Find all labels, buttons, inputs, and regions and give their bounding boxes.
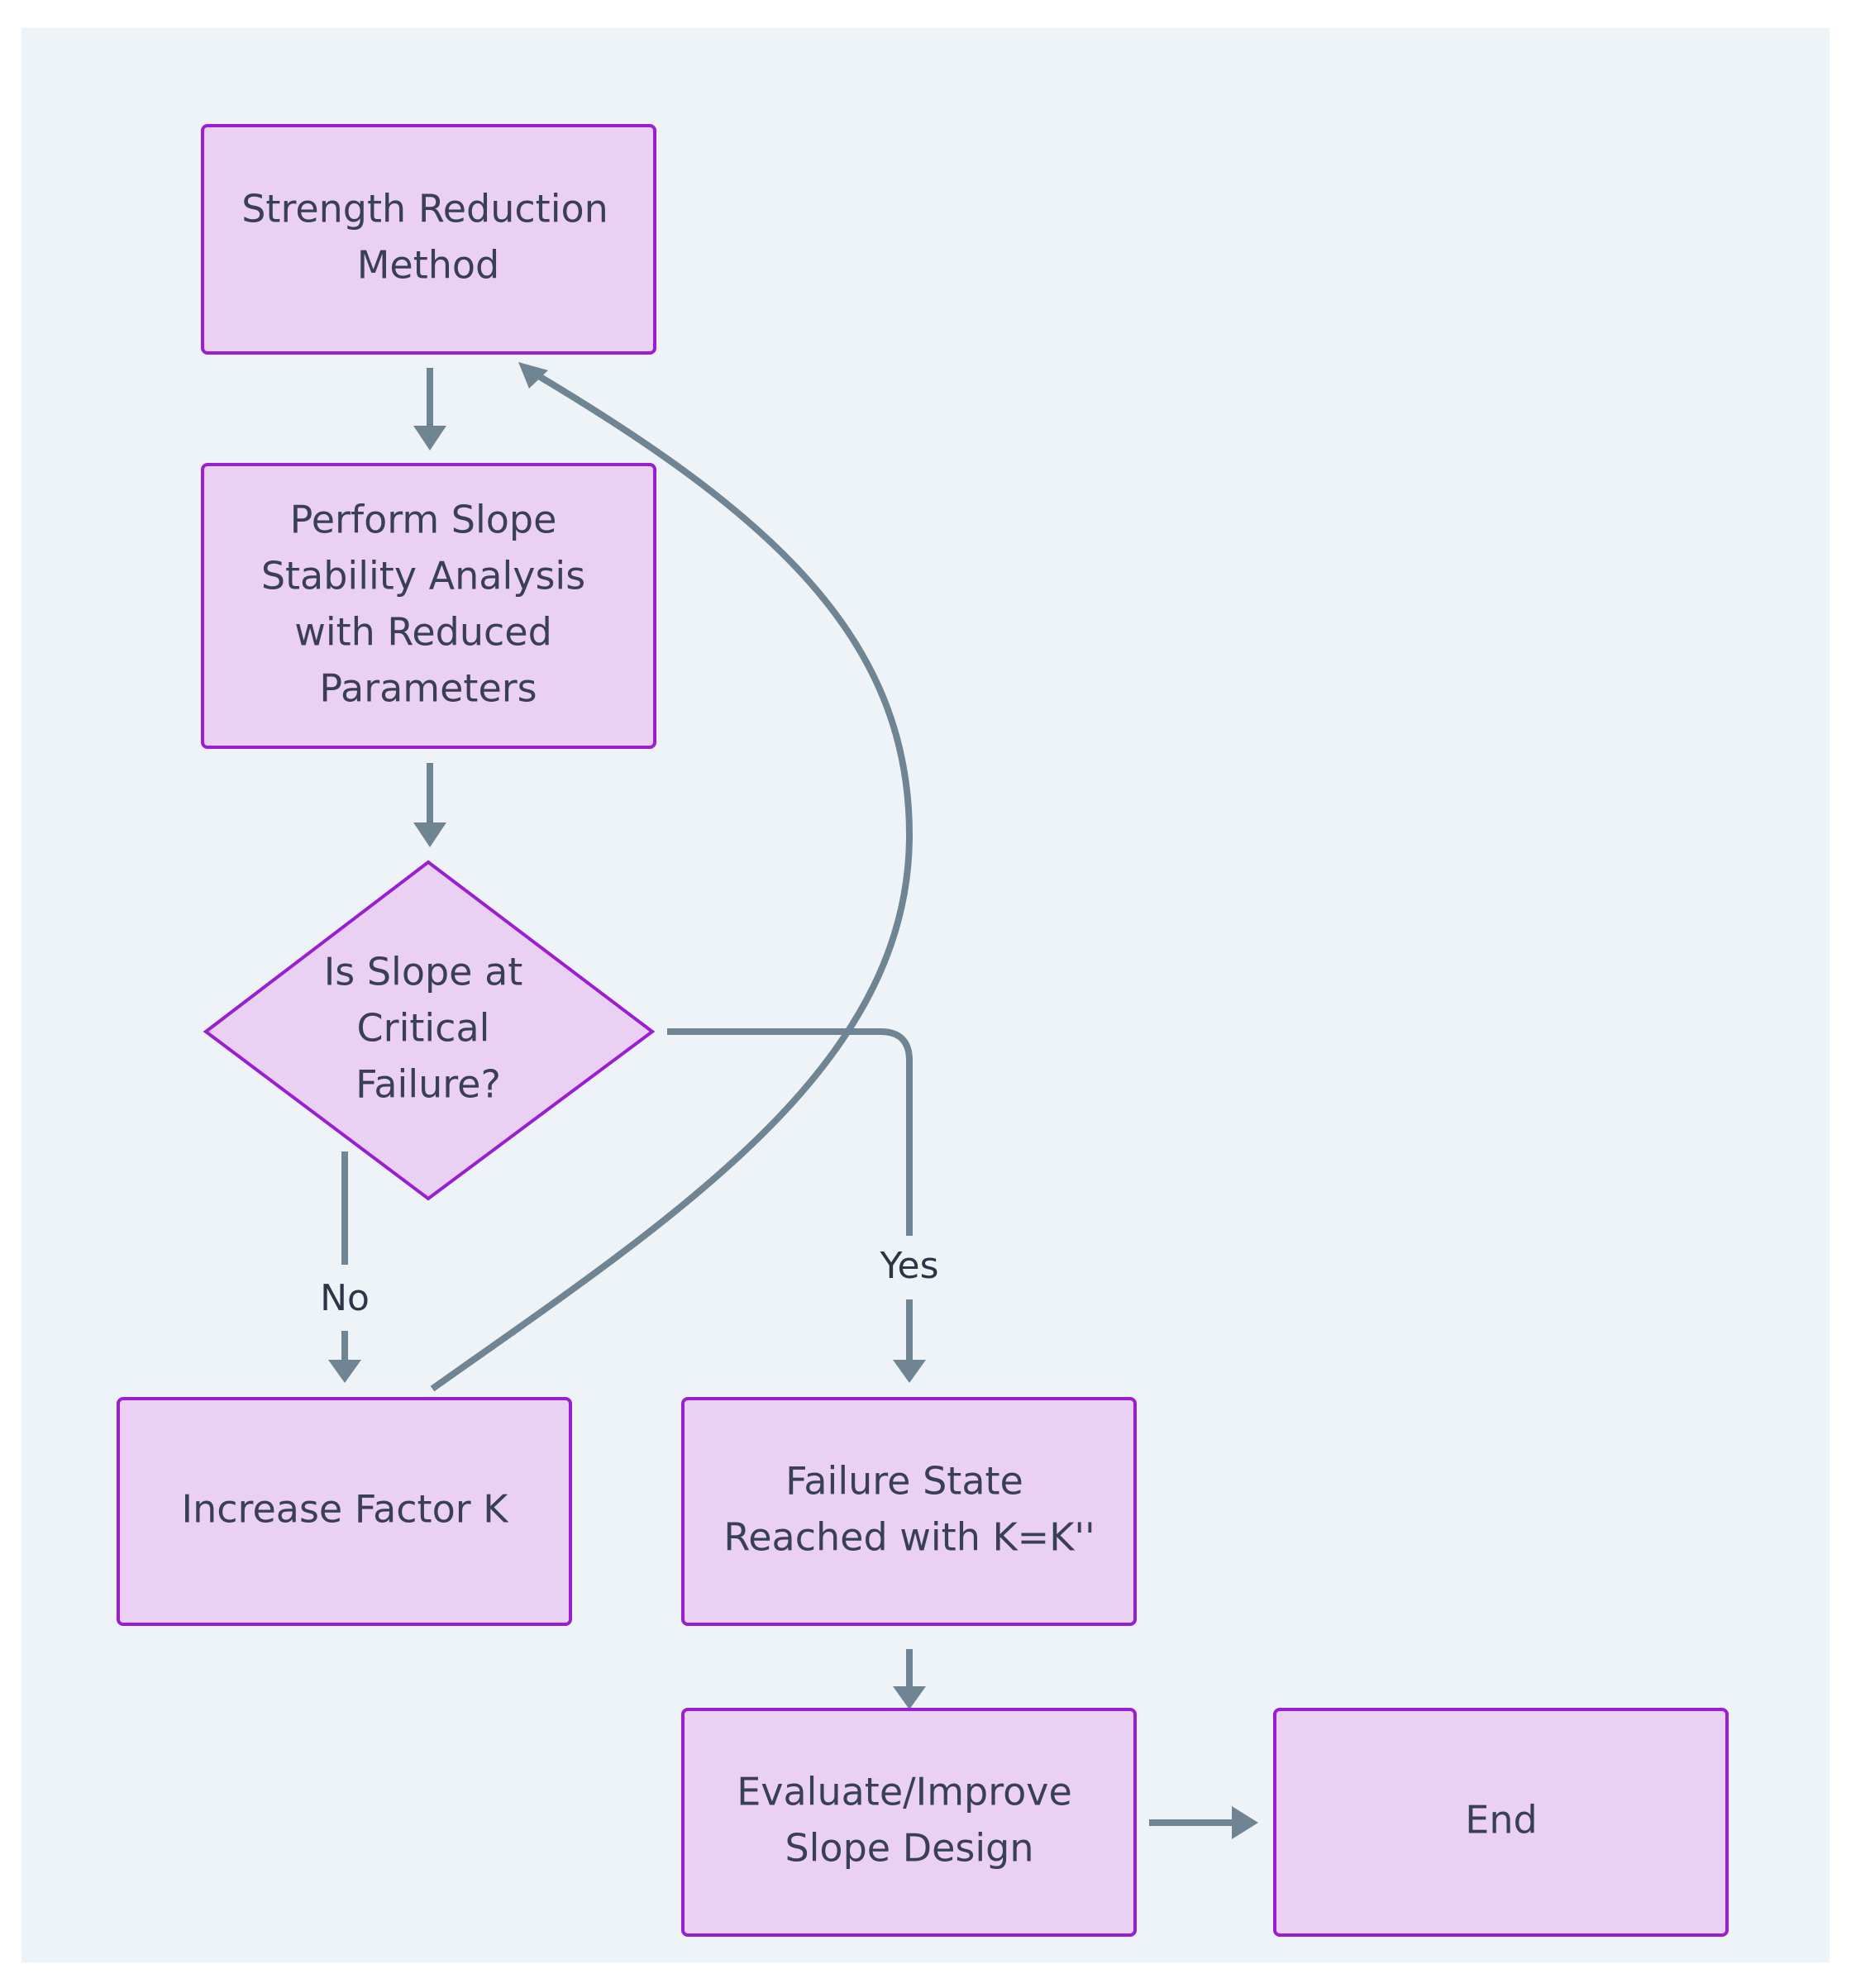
node-label-line: End: [1465, 1798, 1537, 1843]
node-increase-k: Increase Factor K: [117, 1397, 572, 1626]
node-box: [681, 1708, 1137, 1937]
edges: [328, 362, 1258, 1839]
node-label-line: Reached with K=K'': [723, 1515, 1095, 1560]
node-label-line: with Reduced: [294, 610, 552, 655]
node-failure-state: Failure State Reached with K=K'': [681, 1397, 1137, 1626]
node-box: [201, 124, 656, 355]
edge-decision-yes-top: [667, 1028, 913, 1236]
edge-label-no: No: [320, 1277, 370, 1319]
arrowhead-loop-back: [518, 362, 548, 389]
node-box: [201, 463, 656, 749]
node-label-line: Increase Factor K: [182, 1487, 510, 1532]
edge-loop-back: [430, 367, 913, 1392]
node-evaluate: Evaluate/Improve Slope Design: [681, 1708, 1137, 1937]
node-label-line: Failure State: [785, 1459, 1023, 1504]
node-label-line: Failure?: [355, 1062, 501, 1107]
node-strength-reduction: Strength Reduction Method: [201, 124, 656, 355]
node-label-line: Is Slope at: [324, 950, 523, 994]
node-label-line: Stability Analysis: [261, 554, 585, 598]
node-label-line: Perform Slope: [290, 498, 557, 542]
node-box: [681, 1397, 1137, 1626]
node-perform-analysis: Perform Slope Stability Analysis with Re…: [201, 463, 656, 749]
arrowhead-decision-no: [328, 1360, 361, 1383]
node-label-line: Strength Reduction: [241, 187, 608, 231]
node-label-line: Slope Design: [785, 1826, 1033, 1871]
node-label-line: Method: [357, 243, 500, 288]
arrowhead-evaluate-to-end: [1232, 1806, 1258, 1839]
arrowhead-start-to-analysis: [413, 426, 446, 451]
node-decision: Is Slope at Critical Failure?: [203, 860, 656, 1201]
node-box: [1273, 1708, 1729, 1937]
decision-diamond: [203, 860, 656, 1201]
arrowhead-failure-to-evaluate: [893, 1686, 926, 1709]
arrowhead-decision-yes: [893, 1360, 926, 1383]
edge-label-yes: Yes: [879, 1245, 938, 1287]
node-label-line: Critical: [357, 1006, 490, 1051]
node-label-line: Evaluate/Improve: [737, 1770, 1072, 1814]
node-label-line: Parameters: [319, 666, 537, 711]
arrowhead-analysis-to-decision: [413, 822, 446, 847]
node-end: End: [1273, 1708, 1729, 1937]
node-box: [117, 1397, 572, 1626]
